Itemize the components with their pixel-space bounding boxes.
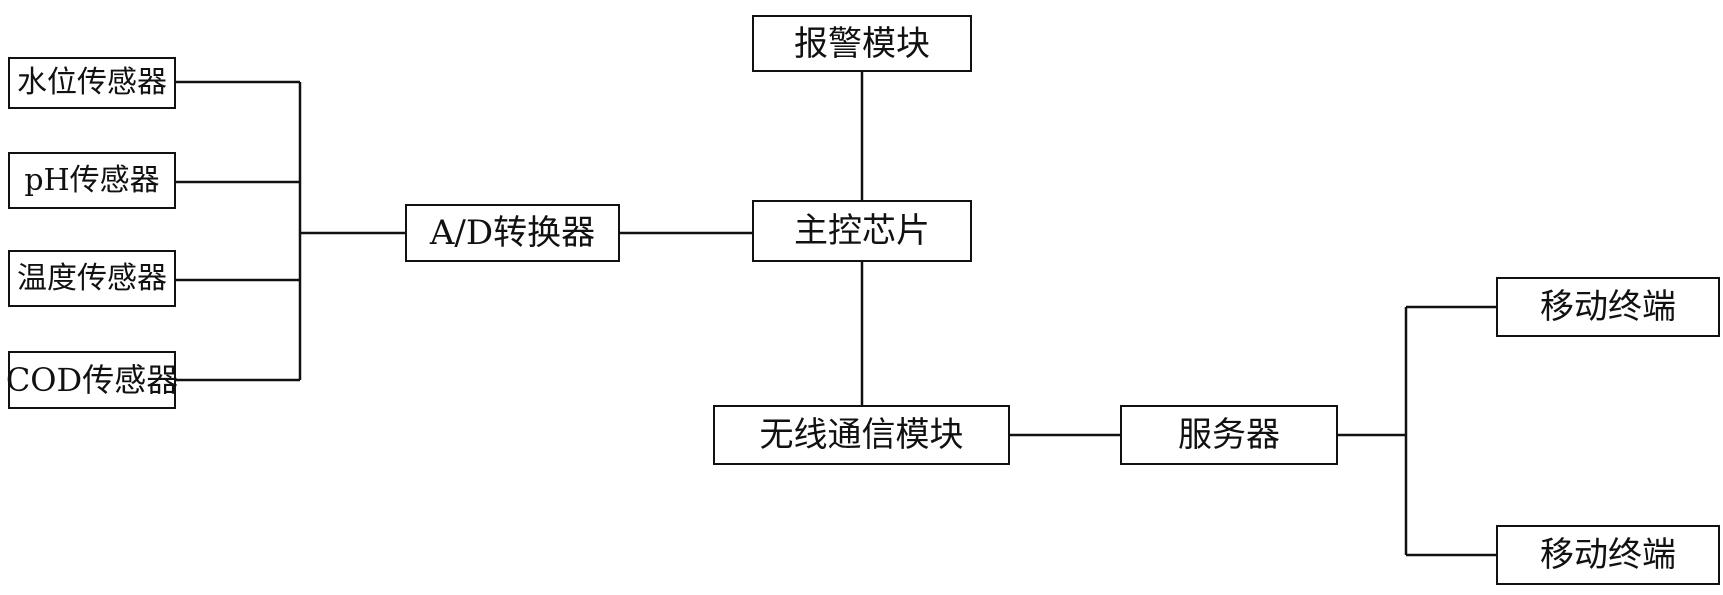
ph-sensor-label: pH传感器	[24, 162, 160, 198]
ad-converter-label: A/D转换器	[429, 213, 596, 253]
wireless-module-box: 无线通信模块	[713, 405, 1010, 465]
wireless-module-label: 无线通信模块	[759, 415, 964, 455]
server-label: 服务器	[1178, 415, 1280, 455]
temperature-sensor-label: 温度传感器	[17, 260, 167, 296]
mobile-terminal-1-box: 移动终端	[1496, 277, 1720, 337]
mobile-terminal-2-label: 移动终端	[1540, 535, 1676, 575]
alarm-module-label: 报警模块	[794, 23, 930, 64]
mobile-terminal-1-label: 移动终端	[1540, 287, 1676, 327]
temperature-sensor-box: 温度传感器	[8, 250, 176, 307]
mobile-terminal-2-box: 移动终端	[1496, 525, 1720, 585]
main-chip-box: 主控芯片	[752, 200, 972, 262]
server-box: 服务器	[1120, 405, 1338, 465]
cod-sensor-label: COD传感器	[5, 361, 179, 399]
cod-sensor-box: COD传感器	[5, 351, 179, 409]
main-chip-label: 主控芯片	[794, 211, 930, 251]
ph-sensor-box: pH传感器	[8, 152, 176, 209]
water-level-sensor-label: 水位传感器	[17, 65, 167, 100]
alarm-module-box: 报警模块	[752, 15, 972, 72]
ad-converter-box: A/D转换器	[405, 204, 620, 262]
water-level-sensor-box: 水位传感器	[8, 57, 176, 109]
